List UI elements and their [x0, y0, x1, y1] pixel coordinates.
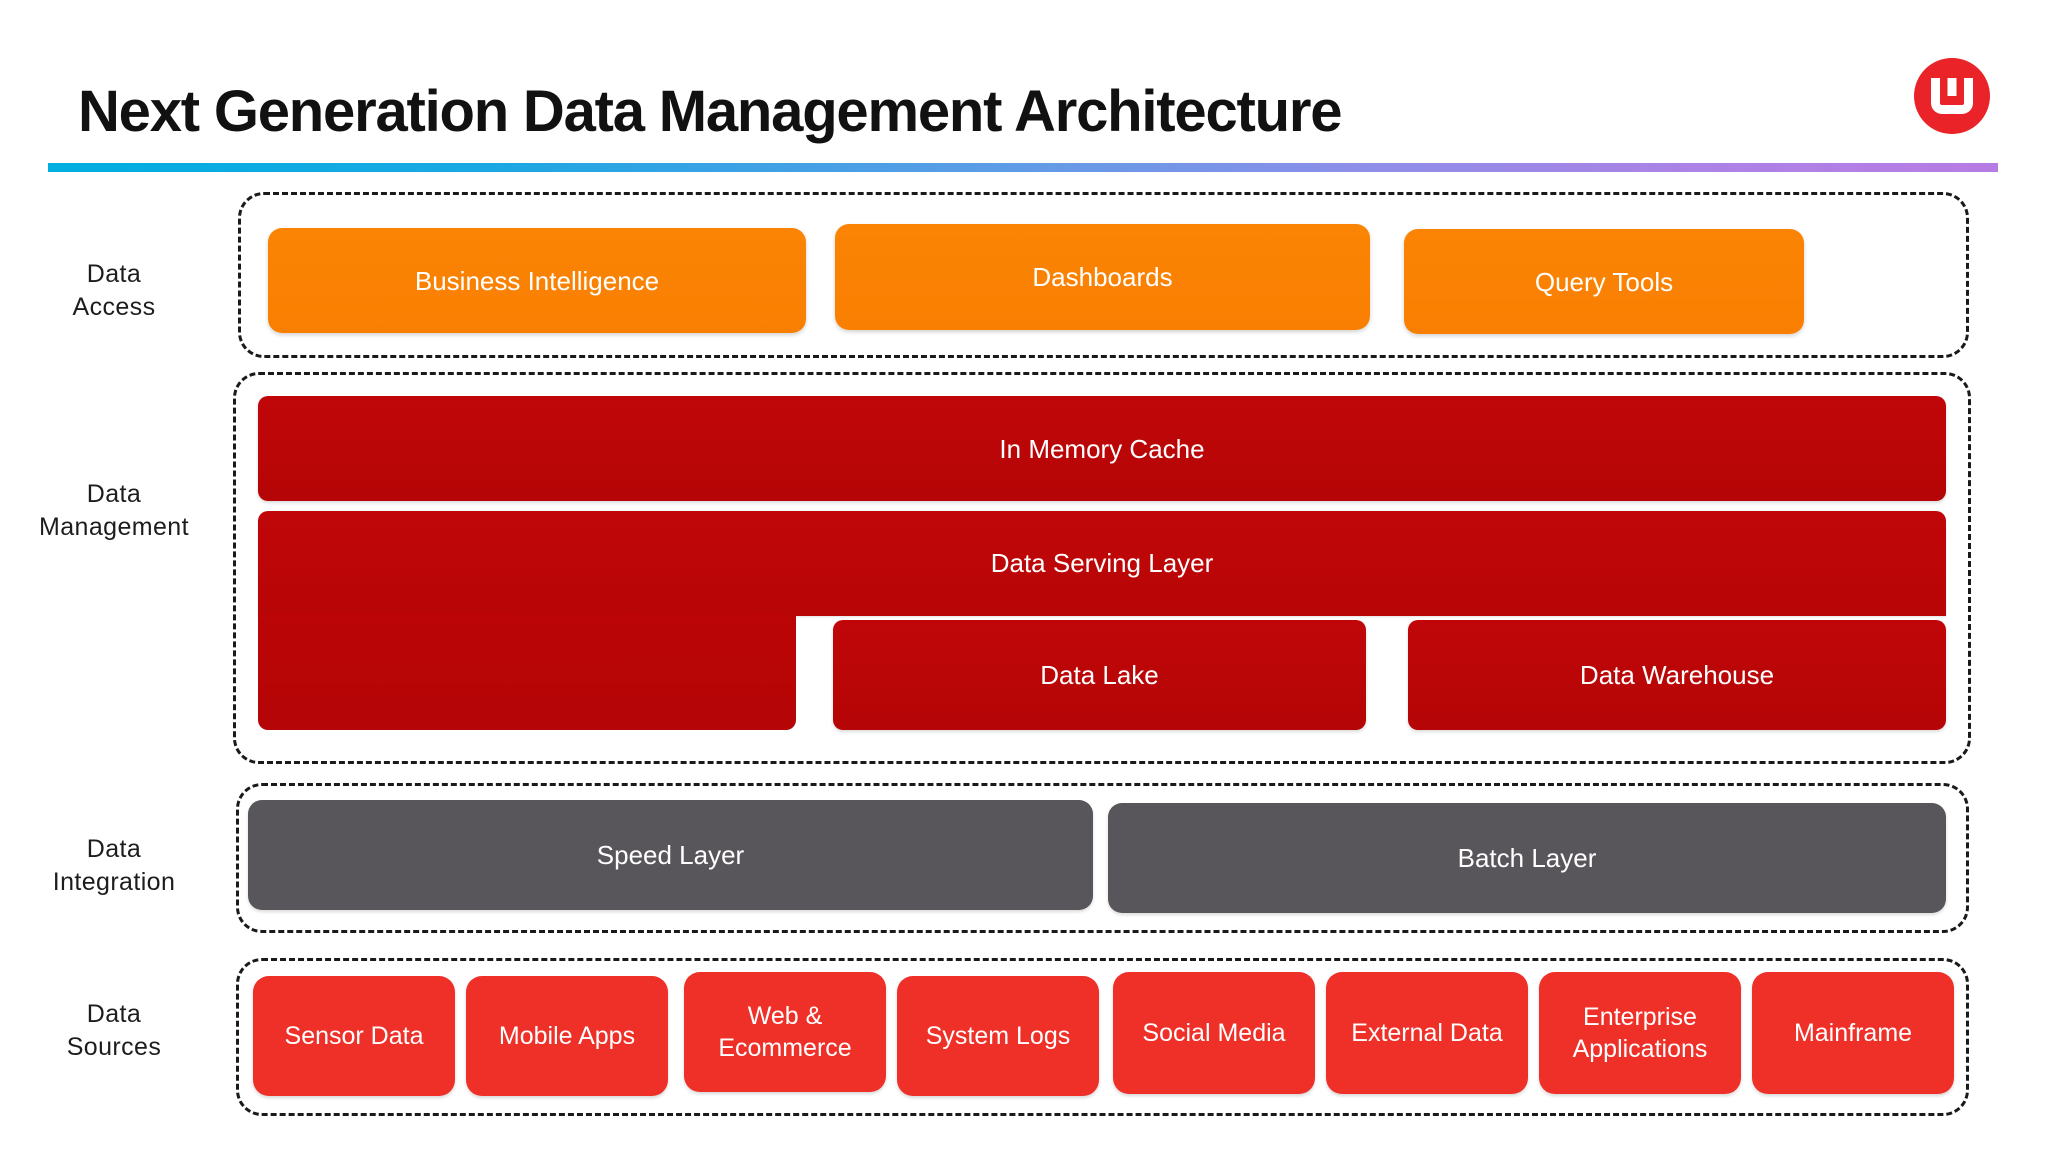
page-title: Next Generation Data Management Architec…	[78, 79, 1342, 144]
box-enterprise-applications[interactable]: Enterprise Applications	[1539, 972, 1741, 1094]
row-label-line1: Data	[86, 835, 142, 863]
box-label: Sensor Data	[284, 1022, 424, 1050]
box-label: Data Lake	[1040, 660, 1159, 690]
box-label: Query Tools	[1534, 266, 1674, 297]
box-label: Data Serving Layer	[990, 548, 1214, 578]
group-data-access	[238, 192, 1969, 358]
box-data-serving-layer-leg[interactable]	[258, 614, 796, 730]
group-data-sources	[236, 958, 1969, 1116]
row-label-line2: Sources	[66, 1033, 162, 1061]
box-business-intelligence[interactable]: Business Intelligence	[268, 228, 806, 333]
box-in-memory-cache[interactable]: In Memory Cache	[258, 396, 1946, 501]
box-label: Batch Layer	[1457, 843, 1597, 873]
row-label-data-management: Data Management	[0, 478, 228, 544]
box-social-media[interactable]: Social Media	[1113, 972, 1315, 1094]
box-label: Mainframe	[1793, 1019, 1913, 1047]
row-label-line2: Integration	[52, 868, 176, 896]
row-label-line1: Data	[86, 260, 142, 288]
box-external-data[interactable]: External Data	[1326, 972, 1528, 1094]
box-web-ecommerce[interactable]: Web & Ecommerce	[684, 972, 886, 1092]
logo-cup-shape	[1931, 78, 1973, 114]
box-label: Business Intelligence	[414, 265, 660, 296]
box-label: Mobile Apps	[498, 1022, 636, 1050]
row-label-line2: Management	[39, 513, 189, 541]
box-label: System Logs	[925, 1022, 1071, 1050]
box-dashboards[interactable]: Dashboards	[835, 224, 1370, 330]
box-label: External Data	[1351, 1019, 1503, 1047]
couchbase-logo	[1914, 58, 1990, 134]
row-label-line1: Data	[86, 480, 142, 508]
box-label: Enterprise Applications	[1572, 1003, 1708, 1063]
row-label-line1: Data	[86, 1000, 142, 1028]
row-label-data-sources: Data Sources	[0, 998, 228, 1064]
group-data-integration	[236, 783, 1969, 933]
logo-notch-shape	[1947, 78, 1957, 96]
group-data-management	[233, 372, 1971, 764]
box-query-tools[interactable]: Query Tools	[1404, 229, 1804, 334]
box-label: Speed Layer	[596, 840, 745, 870]
box-data-lake[interactable]: Data Lake	[833, 620, 1366, 730]
row-label-data-integration: Data Integration	[0, 833, 228, 899]
row-label-data-access: Data Access	[0, 258, 228, 324]
box-sensor-data[interactable]: Sensor Data	[253, 976, 455, 1096]
box-label: Dashboards	[1032, 262, 1173, 292]
row-label-line2: Access	[72, 293, 156, 321]
box-label: In Memory Cache	[999, 433, 1205, 464]
box-label: Web & Ecommerce	[718, 1002, 852, 1062]
box-speed-layer[interactable]: Speed Layer	[248, 800, 1093, 910]
box-system-logs[interactable]: System Logs	[897, 976, 1099, 1096]
box-mainframe[interactable]: Mainframe	[1752, 972, 1954, 1094]
box-mobile-apps[interactable]: Mobile Apps	[466, 976, 668, 1096]
box-data-serving-layer[interactable]: Data Serving Layer	[258, 511, 1946, 616]
accent-divider-bar	[48, 163, 1998, 172]
box-label: Data Warehouse	[1579, 660, 1775, 690]
box-label: Social Media	[1142, 1019, 1286, 1047]
box-data-warehouse[interactable]: Data Warehouse	[1408, 620, 1946, 730]
box-batch-layer[interactable]: Batch Layer	[1108, 803, 1946, 913]
